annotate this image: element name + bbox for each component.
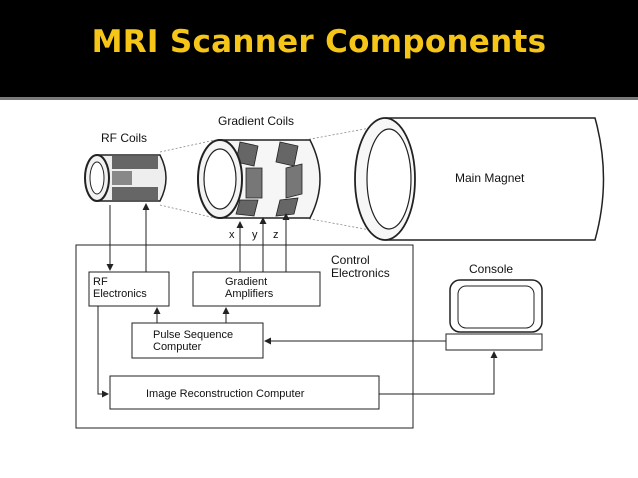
rf-coils-label: RF Coils [101, 131, 147, 145]
axis-z-label: z [273, 229, 279, 241]
rf-electronics-label-2: Electronics [93, 288, 147, 300]
gradient-coils-graphic [197, 139, 321, 219]
gradient-coils-label: Gradient Coils [218, 114, 294, 128]
image-reconstruction-label: Image Reconstruction Computer [146, 388, 305, 400]
pulse-sequence-box [131, 322, 264, 359]
console-label: Console [469, 262, 513, 276]
title-bar: MRI Scanner Components [0, 0, 638, 100]
rf-coils-graphic [84, 154, 167, 202]
image-reconstruction-box [109, 375, 380, 410]
console-graphic: Console [445, 262, 543, 351]
slide-title: MRI Scanner Components [91, 24, 547, 60]
gradient-amplifiers-label-1: Gradient [225, 276, 267, 288]
rf-electronics-box [88, 271, 170, 307]
rf-electronics-label-1: RF [93, 276, 108, 288]
gradient-amplifiers-box [192, 271, 321, 307]
axis-x-label: x [229, 229, 235, 241]
control-electronics-box [75, 244, 414, 429]
gradient-amplifiers-label-2: Amplifiers [225, 288, 274, 300]
pulse-sequence-label-2: Computer [153, 341, 202, 353]
perspective-lines [159, 127, 371, 231]
main-magnet-label: Main Magnet [455, 171, 525, 185]
connection-lines [97, 203, 498, 398]
axis-y-label: y [252, 229, 258, 241]
main-magnet-graphic [354, 117, 605, 241]
pulse-sequence-label-1: Pulse Sequence [153, 329, 233, 341]
control-electronics-label-1: Control [331, 253, 370, 267]
control-electronics-label-2: Electronics [331, 266, 390, 280]
